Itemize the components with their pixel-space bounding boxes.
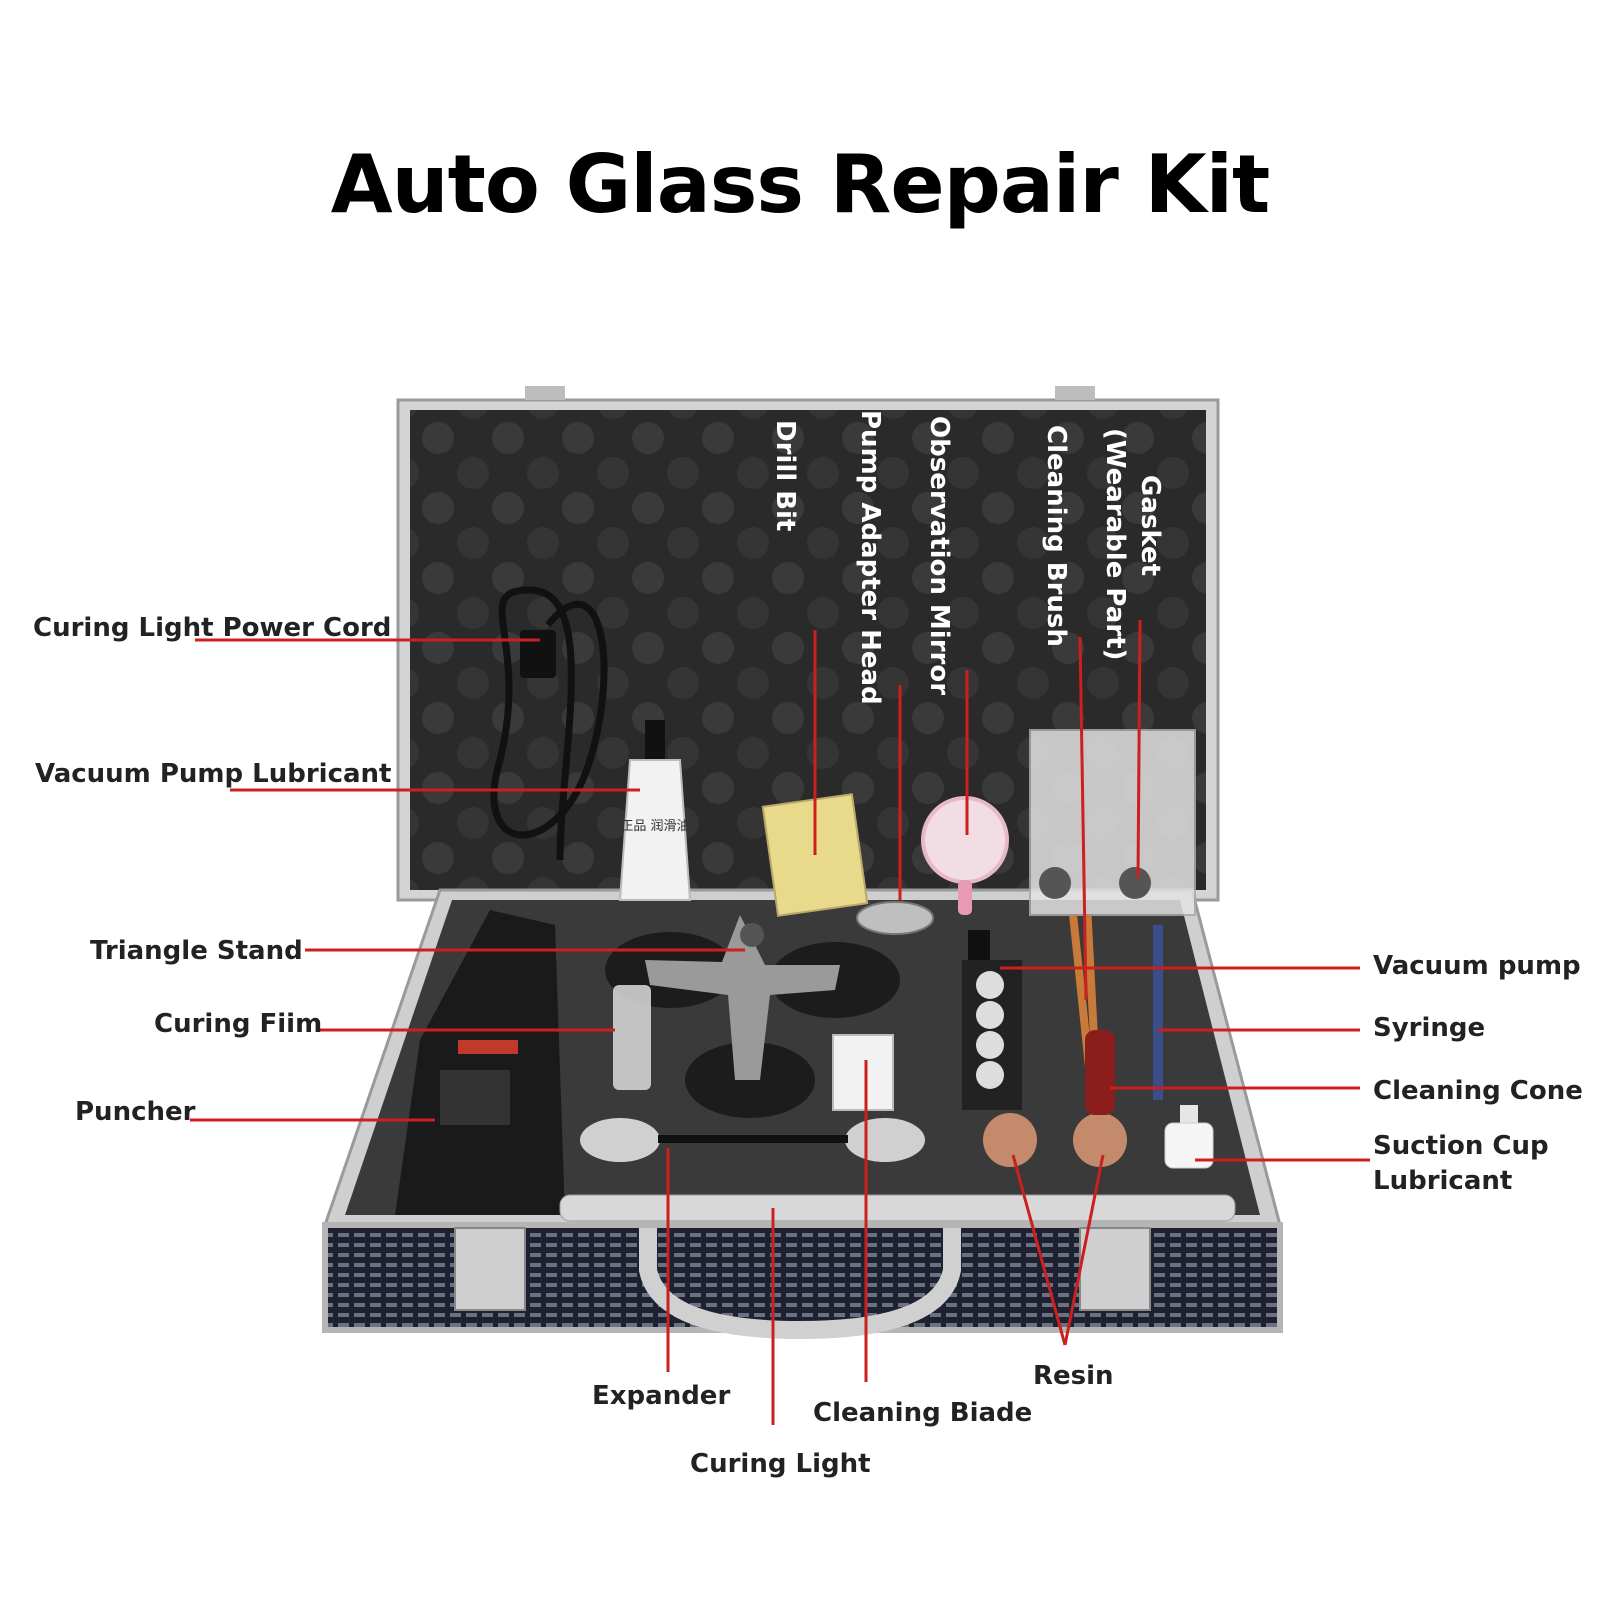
label-puncher: Puncher bbox=[75, 1097, 196, 1127]
suction-cup-lubricant-bottle bbox=[1164, 1105, 1214, 1169]
syringe bbox=[1153, 925, 1163, 1100]
leader-line-cleaning-brush bbox=[1078, 636, 1088, 1001]
label-cleaning-blade: Cleaning Biade bbox=[813, 1398, 1033, 1428]
lubricant-tube: 正品 润滑油 bbox=[618, 720, 692, 901]
label-vacuum-pump-lubricant: Vacuum Pump Lubricant bbox=[35, 759, 392, 789]
leader-lines bbox=[190, 619, 1370, 1425]
label-cleaning-brush: Cleaning Brush bbox=[1041, 425, 1071, 647]
label-observation-mirror: Observation Mirror bbox=[924, 416, 954, 696]
label-drill-bit: Drill Bit bbox=[770, 420, 800, 532]
label-suction-cup-lubricant-line2: Lubricant bbox=[1373, 1166, 1513, 1196]
label-vacuum-pump: Vacuum pump bbox=[1373, 951, 1581, 981]
label-syringe: Syringe bbox=[1373, 1013, 1486, 1043]
curing-film bbox=[613, 985, 651, 1090]
label-gasket-line1: Gasket bbox=[1135, 475, 1165, 577]
case-base bbox=[322, 888, 1283, 1340]
label-suction-cup-lubricant-line1: Suction Cup bbox=[1373, 1131, 1549, 1161]
pump-adapter-head bbox=[856, 901, 934, 935]
leader-line-gasket bbox=[1136, 619, 1142, 879]
label-gasket-line2: (Wearable Part) bbox=[1100, 428, 1130, 661]
cleaning-blade bbox=[832, 1034, 894, 1111]
leader-line-resin-left bbox=[1011, 1154, 1067, 1346]
label-pump-adapter-head: Pump Adapter Head bbox=[855, 410, 885, 705]
label-triangle-stand: Triangle Stand bbox=[90, 936, 303, 966]
leader-line-resin-right bbox=[1063, 1154, 1105, 1346]
lubricant-tube-text: 正品 润滑油 bbox=[620, 819, 689, 834]
vacuum-pump bbox=[962, 930, 1022, 1110]
label-curing-light: Curing Light bbox=[690, 1449, 871, 1479]
curing-light bbox=[559, 1194, 1236, 1222]
label-resin: Resin bbox=[1033, 1361, 1114, 1391]
label-curing-film: Curing Fiim bbox=[154, 1009, 323, 1039]
observation-mirror bbox=[921, 796, 1009, 915]
puncher bbox=[395, 910, 565, 1215]
cleaning-cone bbox=[1085, 1030, 1115, 1115]
label-expander: Expander bbox=[592, 1381, 731, 1411]
label-curing-light-power-cord: Curing Light Power Cord bbox=[33, 613, 392, 643]
page-title: Auto Glass Repair Kit bbox=[330, 138, 1271, 231]
gasket-bag bbox=[1029, 729, 1196, 916]
power-cord bbox=[490, 586, 608, 861]
label-cleaning-cone: Cleaning Cone bbox=[1373, 1076, 1583, 1106]
resin bbox=[983, 1113, 1127, 1167]
